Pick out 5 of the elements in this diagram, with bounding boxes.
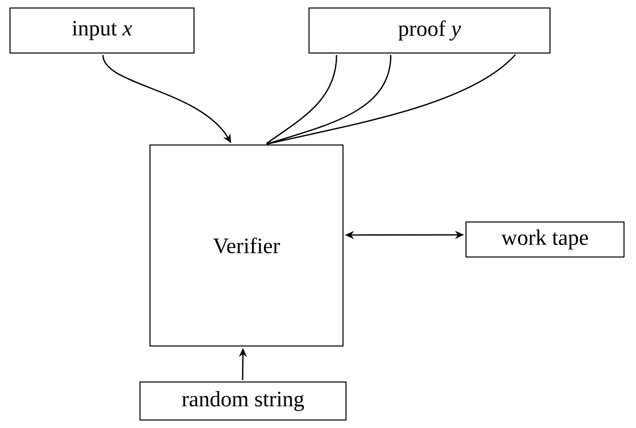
input-box: input x [10,8,194,54]
proof-box: proof y [308,8,550,54]
random-string-box: random string [140,382,346,420]
verifier-box: Verifier [150,144,344,346]
work-tape-box: work tape [466,222,624,258]
